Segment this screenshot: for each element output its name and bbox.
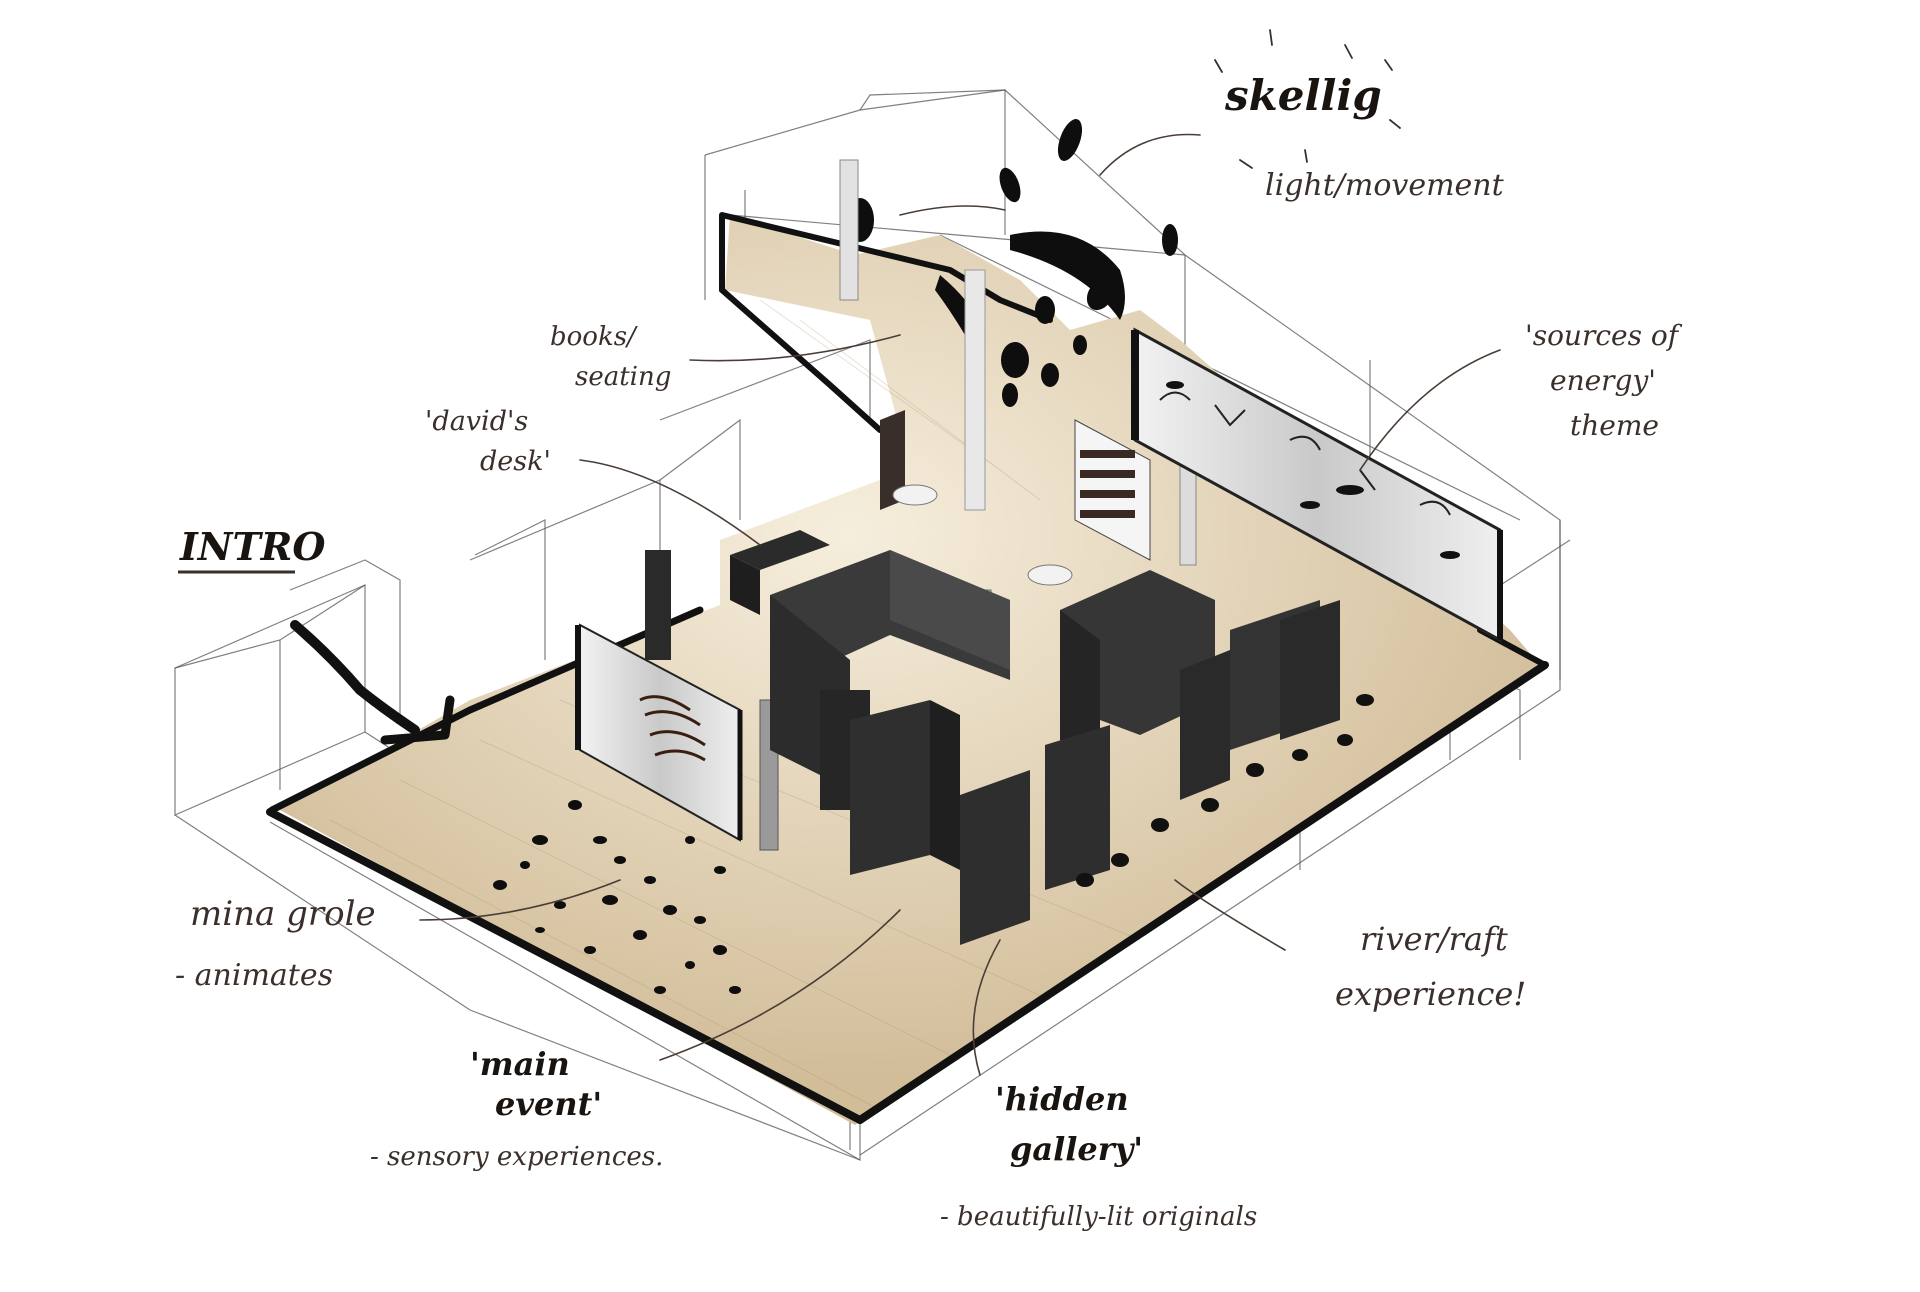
bookshelf [880,410,1151,561]
intro-arrow-icon [290,620,455,745]
leader-lines [419,133,1501,1076]
skellig-flying-shapes [846,119,1178,407]
label-sources-line2: energy' [1550,364,1656,397]
label-main-event-line1: 'main [470,1045,570,1083]
label-davids-line2: desk' [480,446,551,477]
animated-particles [493,800,741,994]
label-river-line1: river/raft [1360,920,1508,958]
annotations: INTRO skellig light/movement books/ seat… [175,71,1683,1232]
intro-screen [575,550,743,842]
label-sources-line3: theme [1570,409,1659,442]
label-intro: INTRO [179,524,325,569]
label-river-line2: experience! [1335,975,1526,1013]
label-sources-line1: 'sources of [1525,319,1683,352]
label-davids-line1: 'david's [425,406,528,437]
davids-desk [730,484,1073,615]
label-books-line1: books/ [550,322,638,352]
label-light-movement: light/movement [1265,168,1505,203]
label-mina-line2: - animates [175,958,333,993]
label-beautifully: - beautifully-lit originals [940,1202,1257,1232]
label-mina-line1: mina grole [190,894,376,934]
sources-of-energy-wall [1131,327,1503,643]
label-sensory: - sensory experiences. [370,1142,663,1172]
label-main-event-line2: event' [495,1085,602,1123]
label-hidden-line2: gallery' [1010,1130,1143,1168]
label-hidden-line1: 'hidden [995,1080,1129,1118]
label-skellig: skellig [1224,71,1382,120]
skellig-rays [1214,29,1401,169]
label-books-line2: seating [575,362,671,392]
dark-display-panels [770,550,1374,945]
